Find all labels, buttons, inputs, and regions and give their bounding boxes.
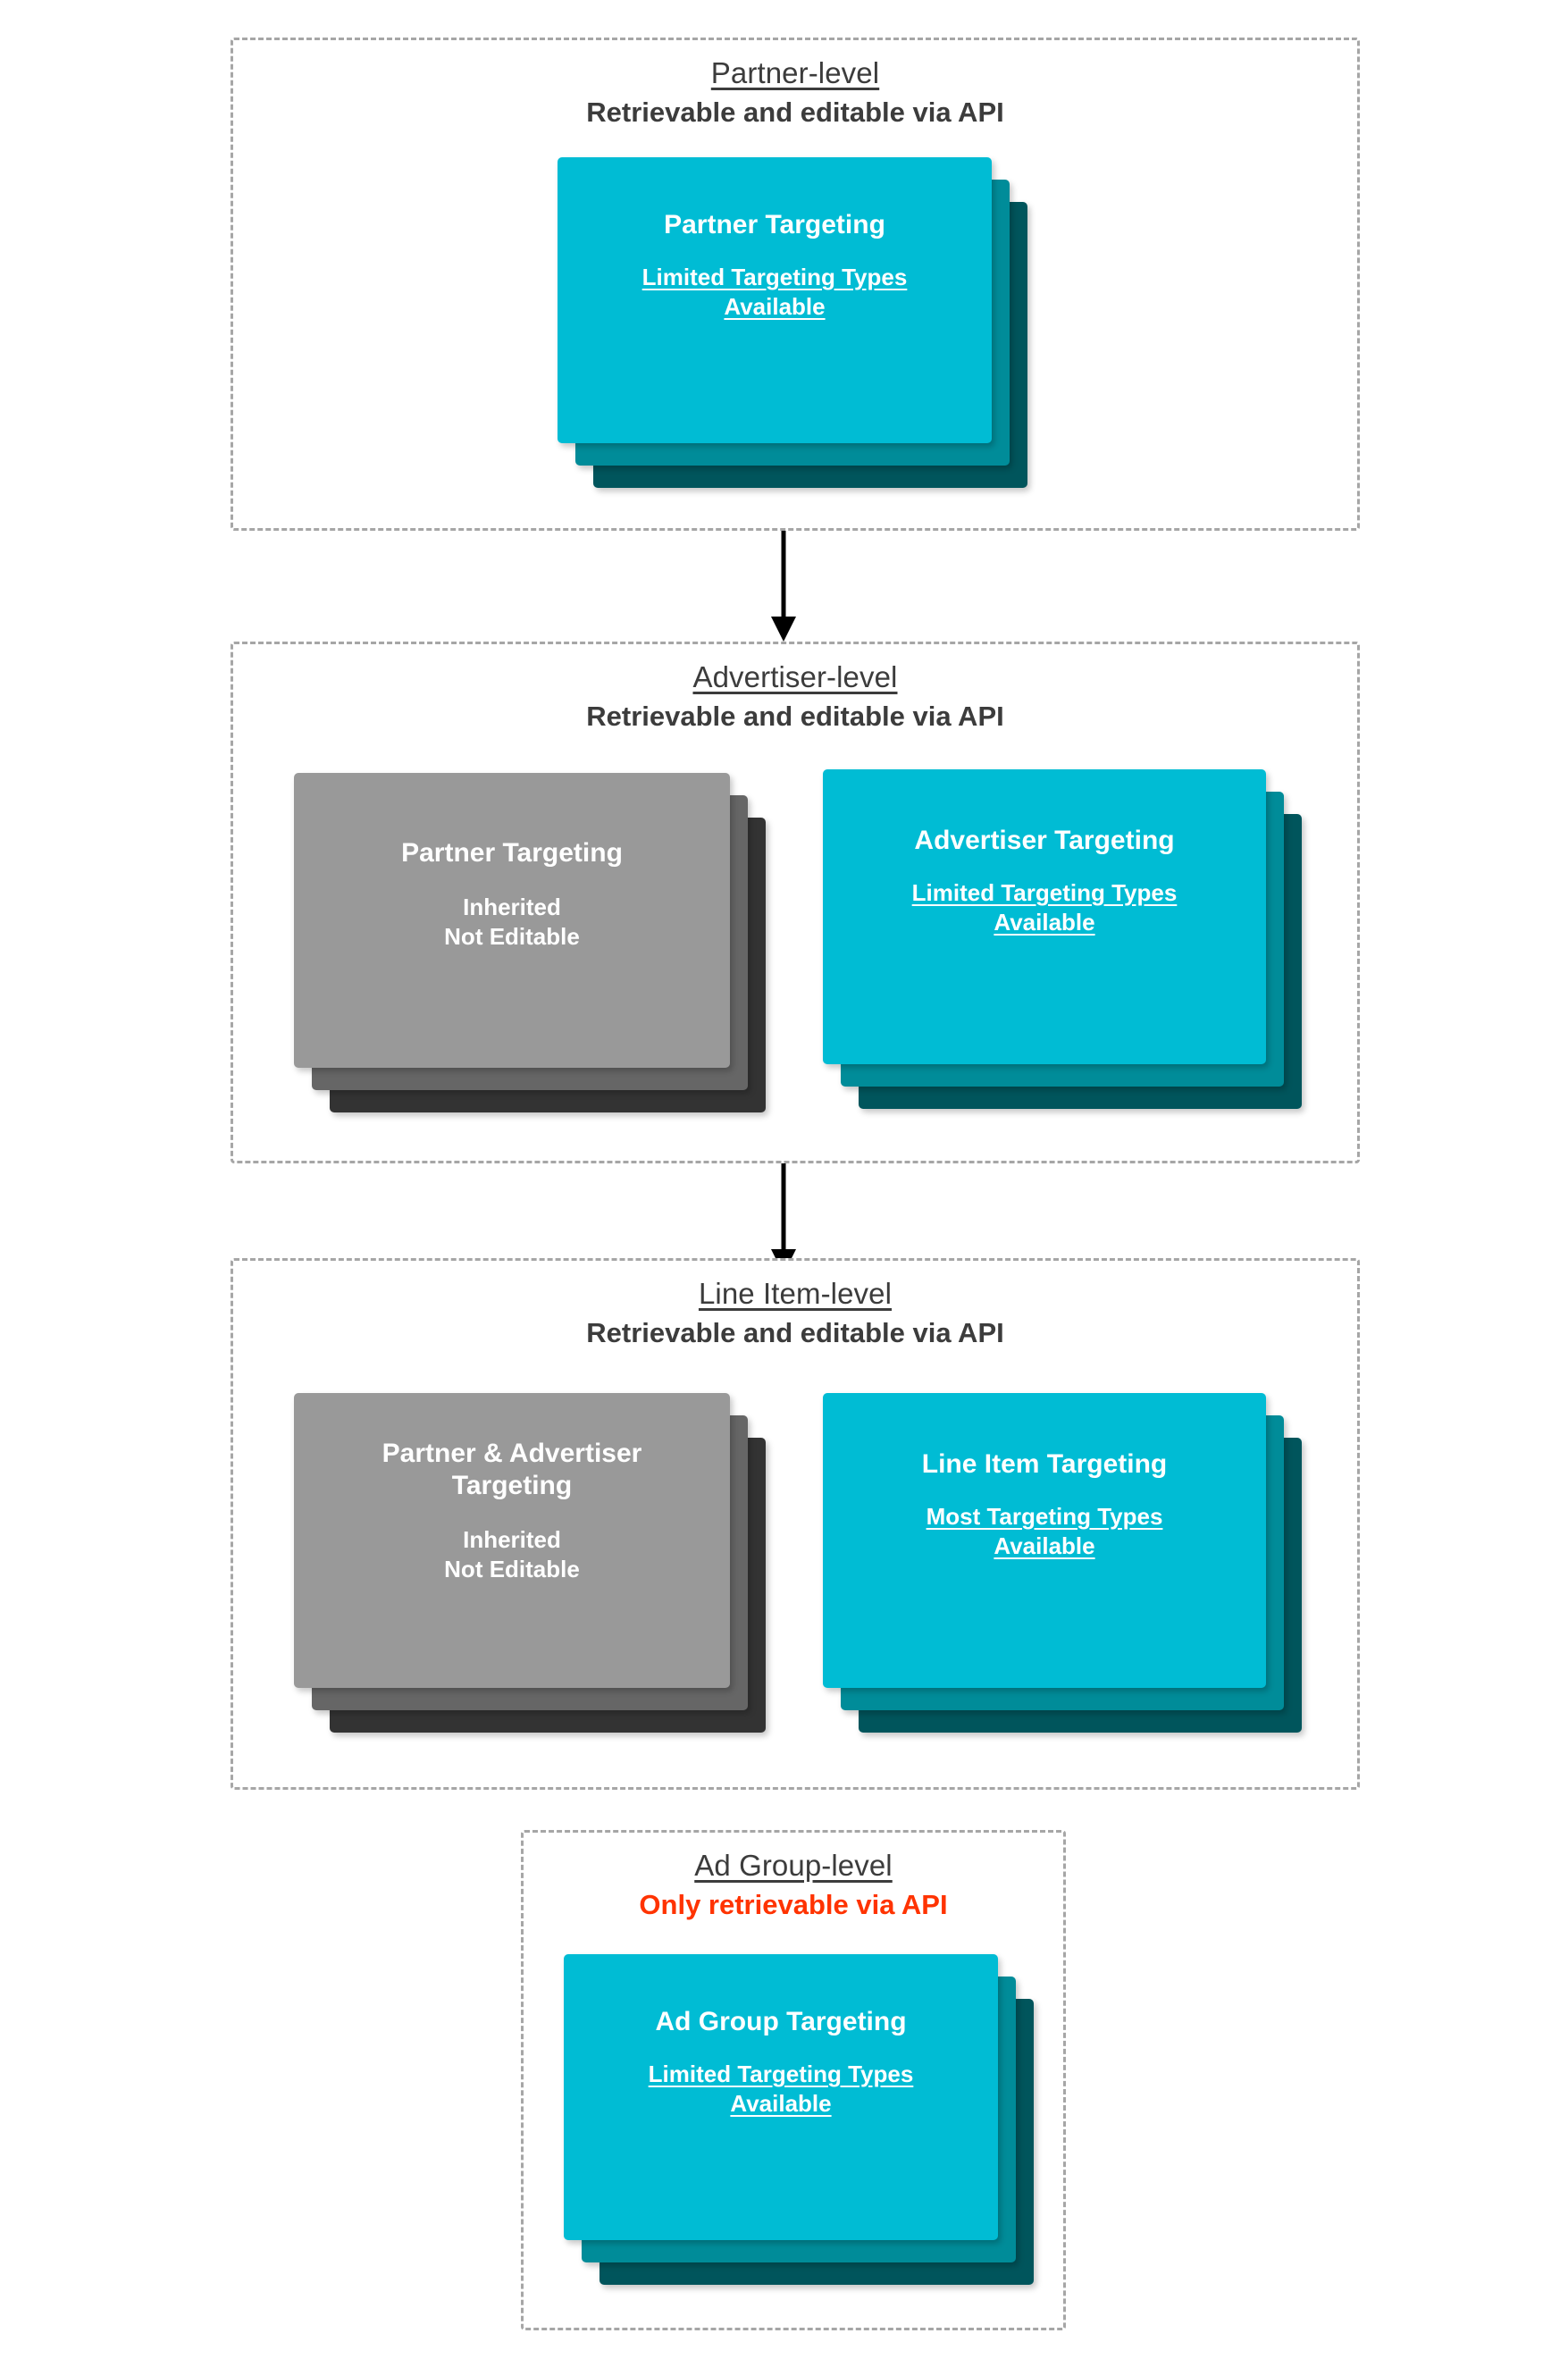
level-title-line-item: Line Item-level	[698, 1277, 893, 1310]
card-subtitle-line1: Limited Targeting Types	[641, 264, 908, 290]
card-title: Partner Targeting	[401, 838, 623, 868]
level-subtitle-line-item: Retrievable and editable via API	[586, 1316, 1004, 1348]
card-subtitle-line2: Not Editable	[444, 1555, 580, 1582]
card-advertiser-targeting[interactable]: Advertiser Targeting Limited Targeting T…	[823, 769, 1266, 1064]
card-stack-partner-targeting: Partner Targeting Limited Targeting Type…	[558, 157, 1027, 488]
card-subtitle-line1: Inherited	[463, 1526, 561, 1553]
arrow-partner-to-advertiser	[771, 531, 796, 642]
card-ad-group-targeting[interactable]: Ad Group Targeting Limited Targeting Typ…	[564, 1954, 998, 2240]
card-subtitle-line1: Limited Targeting Types	[911, 879, 1178, 906]
level-subtitle-partner: Retrievable and editable via API	[586, 96, 1004, 128]
level-title-ad-group: Ad Group-level	[694, 1849, 893, 1882]
level-box-advertiser: Advertiser-level Retrievable and editabl…	[231, 642, 1360, 1163]
level-box-line-item: Line Item-level Retrievable and editable…	[231, 1258, 1360, 1790]
card-inherited-partner-advertiser-targeting[interactable]: Partner & Advertiser Targeting Inherited…	[294, 1393, 730, 1688]
level-box-partner: Partner-level Retrievable and editable v…	[231, 38, 1360, 531]
level-box-ad-group: Ad Group-level Only retrievable via API …	[521, 1830, 1066, 2330]
card-stack-line-item-targeting: Line Item Targeting Most Targeting Types…	[823, 1393, 1302, 1750]
card-title: Line Item Targeting	[921, 1449, 1168, 1479]
card-subtitle-line2: Not Editable	[444, 922, 580, 950]
card-subtitle-line2: Available	[724, 292, 826, 320]
card-stack-ad-group-targeting: Ad Group Targeting Limited Targeting Typ…	[564, 1954, 1034, 2285]
card-subtitle-line1: Inherited	[463, 894, 561, 920]
level-subtitle-ad-group: Only retrievable via API	[639, 1888, 948, 1920]
level-subtitle-advertiser: Retrievable and editable via API	[586, 700, 1004, 732]
level-title-partner: Partner-level	[710, 56, 880, 89]
card-title: Advertiser Targeting	[914, 826, 1175, 855]
card-partner-targeting[interactable]: Partner Targeting Limited Targeting Type…	[558, 157, 992, 443]
card-stack-inherited-partner-targeting: Partner Targeting Inherited Not Editable	[294, 773, 766, 1130]
card-line-item-targeting[interactable]: Line Item Targeting Most Targeting Types…	[823, 1393, 1266, 1688]
card-stack-advertiser-targeting: Advertiser Targeting Limited Targeting T…	[823, 769, 1302, 1127]
card-title: Ad Group Targeting	[655, 2007, 907, 2036]
card-title: Partner & Advertiser Targeting	[382, 1439, 642, 1500]
card-subtitle-line1: Limited Targeting Types	[648, 2061, 914, 2087]
card-subtitle-line2: Available	[730, 2089, 832, 2117]
card-title: Partner Targeting	[664, 210, 885, 239]
card-subtitle-line1: Most Targeting Types	[926, 1503, 1163, 1530]
card-stack-inherited-partner-advertiser-targeting: Partner & Advertiser Targeting Inherited…	[294, 1393, 766, 1750]
card-subtitle-line2: Available	[994, 1532, 1095, 1559]
level-title-advertiser: Advertiser-level	[692, 660, 898, 693]
card-inherited-partner-targeting[interactable]: Partner Targeting Inherited Not Editable	[294, 773, 730, 1068]
card-subtitle-line2: Available	[994, 908, 1095, 936]
